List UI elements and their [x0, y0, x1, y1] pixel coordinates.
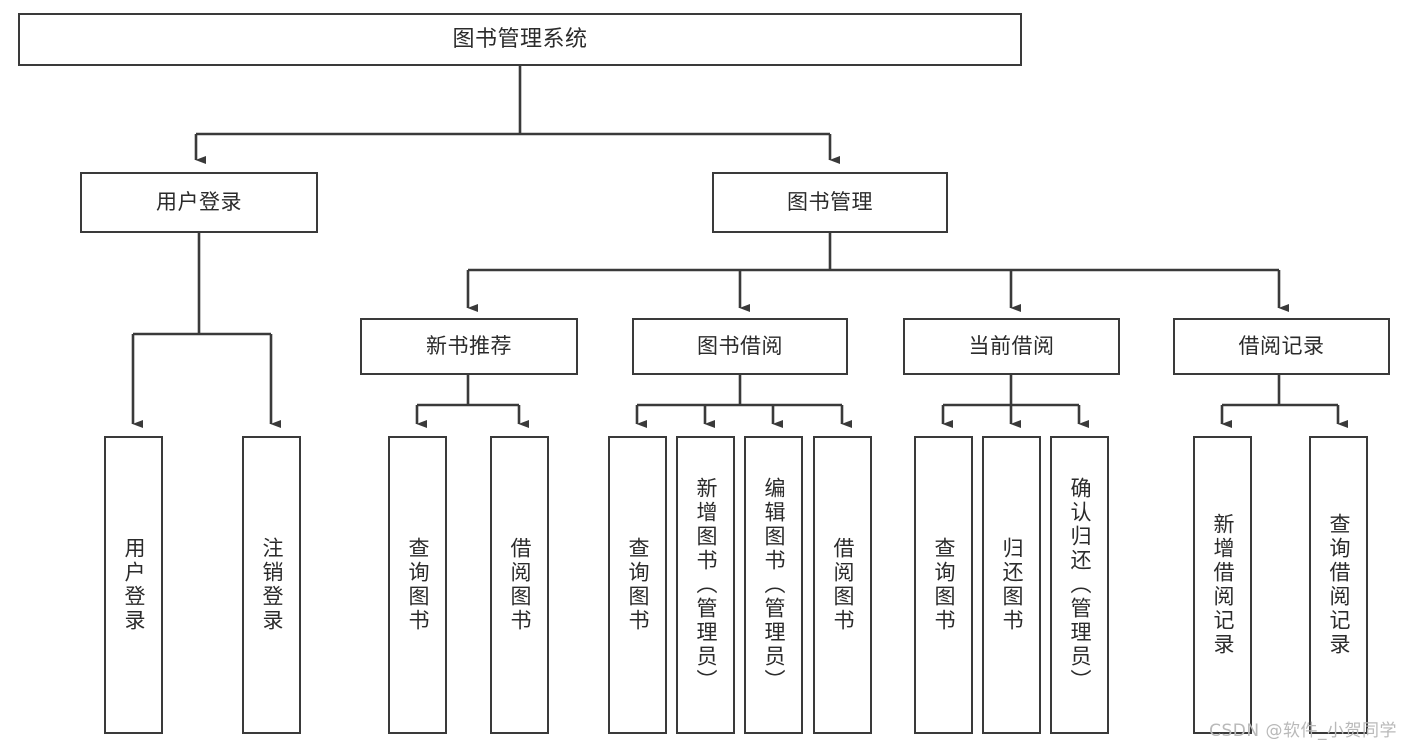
leaf-current-borrow-query-book[interactable]: 查询图书	[914, 436, 973, 734]
leaf-borrow-record-query-record[interactable]: 查询借阅记录	[1309, 436, 1368, 734]
node-label: 查询图书	[626, 537, 650, 633]
leaf-current-borrow-confirm-return-admin[interactable]: 确认归还（管理员）	[1050, 436, 1109, 734]
leaf-user-login-login[interactable]: 用户登录	[104, 436, 163, 734]
leaf-book-borrow-add-book-admin[interactable]: 新增图书（管理员）	[676, 436, 735, 734]
node-new-book-recommend[interactable]: 新书推荐	[360, 318, 578, 375]
leaf-borrow-record-add-record[interactable]: 新增借阅记录	[1193, 436, 1252, 734]
node-label: 确认归还（管理员）	[1068, 477, 1092, 693]
node-root-book-management-system[interactable]: 图书管理系统	[18, 13, 1022, 66]
node-label: 图书管理	[787, 190, 873, 215]
node-label: 用户登录	[122, 537, 146, 633]
node-label: 新增图书（管理员）	[694, 477, 718, 693]
leaf-new-book-query-book[interactable]: 查询图书	[388, 436, 447, 734]
node-label: 借阅记录	[1238, 334, 1325, 359]
node-label: 图书借阅	[697, 334, 783, 359]
node-user-login[interactable]: 用户登录	[80, 172, 318, 233]
node-borrow-record[interactable]: 借阅记录	[1173, 318, 1390, 375]
node-label: 查询图书	[932, 537, 956, 633]
node-label: 新增借阅记录	[1211, 513, 1235, 657]
node-label: 用户登录	[156, 190, 242, 215]
node-label: 借阅图书	[831, 537, 855, 633]
leaf-book-borrow-borrow-book[interactable]: 借阅图书	[813, 436, 872, 734]
node-label: 查询图书	[406, 537, 430, 633]
leaf-book-borrow-query-book[interactable]: 查询图书	[608, 436, 667, 734]
node-book-borrow[interactable]: 图书借阅	[632, 318, 848, 375]
node-label: 图书管理系统	[452, 26, 588, 52]
leaf-user-login-logout[interactable]: 注销登录	[242, 436, 301, 734]
node-current-borrow[interactable]: 当前借阅	[903, 318, 1120, 375]
node-label: 当前借阅	[968, 334, 1055, 359]
node-label: 借阅图书	[508, 537, 532, 633]
node-label: 查询借阅记录	[1327, 513, 1351, 657]
node-book-management[interactable]: 图书管理	[712, 172, 948, 233]
node-label: 注销登录	[260, 537, 284, 633]
leaf-current-borrow-return-book[interactable]: 归还图书	[982, 436, 1041, 734]
node-label: 归还图书	[1000, 537, 1024, 633]
node-label: 新书推荐	[426, 334, 512, 359]
node-label: 编辑图书（管理员）	[762, 477, 786, 693]
leaf-new-book-borrow-book[interactable]: 借阅图书	[490, 436, 549, 734]
leaf-book-borrow-edit-book-admin[interactable]: 编辑图书（管理员）	[744, 436, 803, 734]
